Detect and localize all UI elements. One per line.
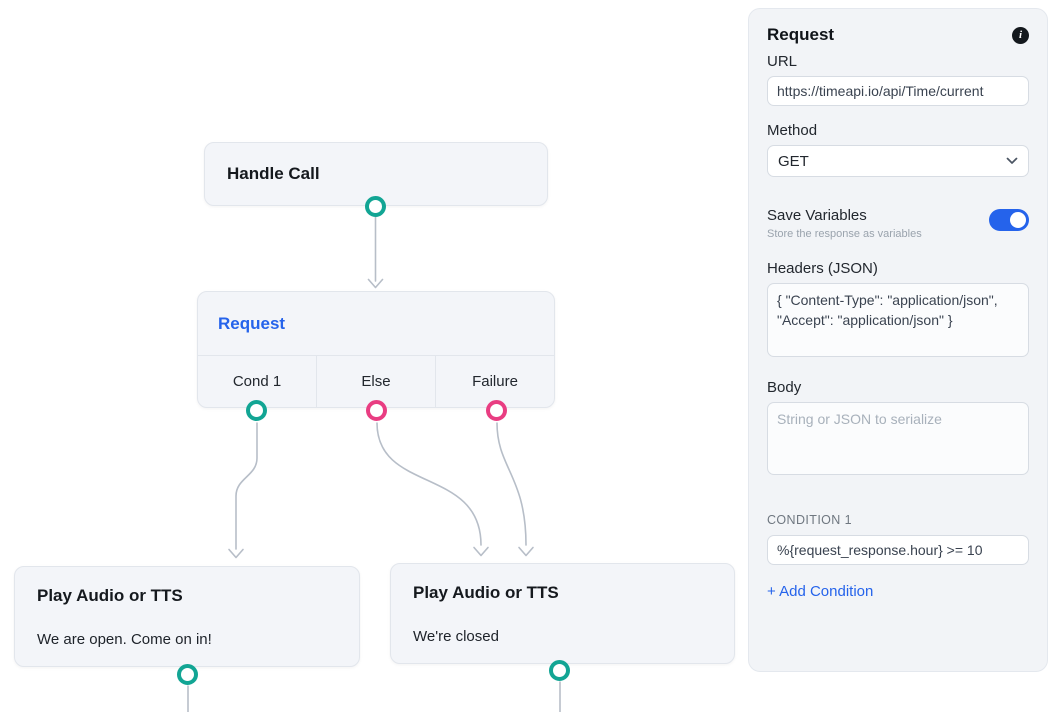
panel-header: Request i xyxy=(767,25,1029,45)
body-label: Body xyxy=(767,379,802,396)
play-closed-output-port[interactable] xyxy=(549,660,570,681)
play-open-output-port[interactable] xyxy=(177,664,198,685)
node-message-text: We're closed xyxy=(413,628,499,645)
properties-panel: Request i URL Method GET Save Variables … xyxy=(748,8,1048,672)
edge-else-to-play-closed xyxy=(376,422,482,546)
add-condition-link[interactable]: + Add Condition xyxy=(767,583,874,600)
node-title: Handle Call xyxy=(227,164,320,183)
url-label: URL xyxy=(767,53,798,70)
handle-call-output-port[interactable] xyxy=(365,196,386,217)
save-variables-label: Save Variables xyxy=(767,207,867,224)
arrowhead-icon xyxy=(228,548,244,559)
branch-label: Else xyxy=(361,373,391,390)
headers-label: Headers (JSON) xyxy=(767,260,878,277)
node-title: Play Audio or TTS xyxy=(413,583,559,602)
info-icon[interactable]: i xyxy=(1012,26,1029,44)
method-label: Method xyxy=(767,122,818,139)
arrowhead-icon xyxy=(473,546,489,557)
node-title: Play Audio or TTS xyxy=(37,586,183,605)
method-selected-value: GET xyxy=(778,152,809,170)
edge-cond1-to-play-open xyxy=(235,422,258,550)
node-title: Request xyxy=(198,292,554,356)
save-variables-description: Store the response as variables xyxy=(767,228,922,240)
chevron-down-icon xyxy=(1006,157,1018,164)
headers-textarea[interactable]: { "Content-Type": "application/json", "A… xyxy=(767,283,1029,357)
edge-failure-to-play-closed xyxy=(496,422,527,546)
arrowhead-icon xyxy=(518,546,534,557)
method-select[interactable]: GET xyxy=(767,145,1029,177)
branch-label: Cond 1 xyxy=(232,373,282,390)
toggle-knob xyxy=(1010,212,1026,228)
node-play-audio-open[interactable]: Play Audio or TTS We are open. Come on i… xyxy=(14,566,360,667)
cond1-output-port[interactable] xyxy=(246,400,267,421)
request-branches: Cond 1 Else Failure xyxy=(198,356,554,407)
arrowhead-icon xyxy=(367,278,384,289)
node-play-audio-closed[interactable]: Play Audio or TTS We're closed xyxy=(390,563,735,664)
else-output-port[interactable] xyxy=(366,400,387,421)
save-variables-row: Save Variables Store the response as var… xyxy=(767,207,1029,240)
branch-else[interactable]: Else xyxy=(317,356,436,407)
branch-label: Failure xyxy=(472,373,518,390)
failure-output-port[interactable] xyxy=(486,400,507,421)
url-input[interactable] xyxy=(767,76,1029,106)
node-message-text: We are open. Come on in! xyxy=(37,631,212,648)
body-textarea[interactable] xyxy=(767,402,1029,475)
node-request[interactable]: Request Cond 1 Else Failure xyxy=(197,291,555,408)
panel-title: Request xyxy=(767,25,835,44)
save-variables-toggle[interactable] xyxy=(989,209,1029,231)
branch-cond1[interactable]: Cond 1 xyxy=(198,356,317,407)
branch-failure[interactable]: Failure xyxy=(436,356,554,407)
condition-1-label: CONDITION 1 xyxy=(767,513,852,527)
condition-1-input[interactable] xyxy=(767,535,1029,565)
